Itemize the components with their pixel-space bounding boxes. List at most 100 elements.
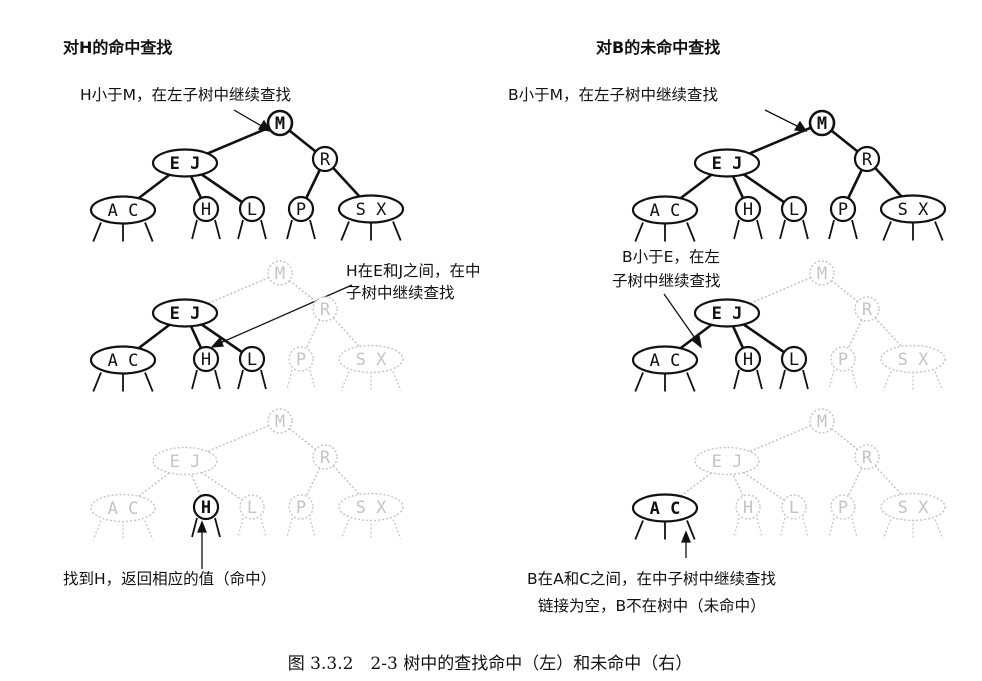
null-link-ac-0 [634,222,644,242]
right-step1-arrowhead [793,120,808,132]
tree-node-ej [694,446,760,476]
tree-node-label-h: H [201,350,211,370]
tree-node-label-ej: E J [170,304,201,324]
tree-node-label-m: M [817,264,827,284]
null-link-h-0 [733,219,740,240]
left-step2-note-line2: 子树中继续查找 [346,284,455,302]
null-link-sx-0 [882,221,892,241]
tree-node-r [853,145,881,173]
null-link-h-0 [191,369,198,390]
tree-node-ac [631,345,699,375]
null-link-l-0 [237,369,244,390]
tree-node-label-ac: A C [108,499,139,519]
tree-node-p [829,195,857,223]
null-link-h-1 [756,369,763,390]
null-link-h-0 [733,517,740,538]
tree-node-label-p: P [296,498,306,518]
tree-node-label-m: M [817,412,827,432]
tree-node-p [288,494,314,520]
tree-node-p [288,346,314,372]
tree-node-ac [631,493,699,523]
right-step1-arrow [764,109,802,129]
null-link-l-0 [779,369,786,390]
tree-node-label-ej: E J [170,154,201,174]
tree-node-label-ac: A C [650,201,681,221]
tree-node-label-sx: S X [898,498,929,518]
null-link-p-0 [828,517,835,538]
tree-node-r [312,296,338,322]
tree-node-label-p: P [296,350,306,370]
null-link-l-1 [260,219,267,240]
right-step3-arrowhead [681,530,691,543]
tree-node-ej [152,446,218,476]
tree-node-m [809,260,835,286]
null-link-h-1 [214,369,221,390]
null-link-ac-0 [92,372,102,392]
left-step3-note: 找到H，返回相应的值（命中） [63,569,276,588]
tree-node-label-l: L [247,200,257,220]
null-link-ac-2 [144,520,154,540]
null-link-h-0 [733,369,740,390]
tree-node-label-ej: E J [712,154,743,174]
tree-node-p [287,195,315,223]
tree-node-label-ac: A C [108,201,139,221]
null-link-p-0 [286,517,293,538]
null-link-l-1 [802,219,809,240]
tree-node-p [830,494,856,520]
tree-node-l [238,195,266,223]
right-panel-title: 对B的未命中查找 [596,38,720,57]
left-step2-arrowhead [210,336,224,348]
tree-node-label-ej: E J [170,452,201,472]
tree-node-label-p: P [838,200,848,220]
tree-node-label-m: M [817,114,827,134]
tree-node-r [312,444,338,470]
null-link-ac-0 [634,520,644,540]
tree-node-r [311,145,339,173]
tree-node-label-sx: S X [898,350,929,370]
null-link-l-1 [802,369,809,390]
tree-node-r [854,444,880,470]
tree-node-label-h: H [743,350,753,370]
tree-node-r [854,296,880,322]
null-link-ac-0 [92,520,102,540]
null-link-ac-2 [686,372,696,392]
tree-node-label-h: H [201,200,211,220]
left-step2-note-line1: H在E和J之间，在中 [346,262,481,280]
right-step2-note-line2: 子树中继续查找 [612,272,721,290]
null-link-l-1 [260,369,267,390]
tree-node-label-l: L [789,200,799,220]
left-step3-arrowhead [197,520,207,533]
tree-node-label-l: L [789,350,799,370]
tree-node-label-h: H [743,498,753,518]
right-step1-note: B小于M，在左子树中继续查找 [508,86,719,104]
tree-node-h [192,345,220,373]
tree-node-sx [880,344,946,374]
right-step3-note-line2: 链接为空，B不在树中（未命中） [538,597,766,615]
null-link-l-1 [260,517,267,538]
left-step1-arrow [233,109,266,129]
tree-node-h [192,195,220,223]
tree-node-label-l: L [247,498,257,518]
tree-node-label-l: L [247,350,257,370]
tree-node-l [239,494,265,520]
tree-node-label-ej: E J [712,452,743,472]
null-link-p-1 [851,219,858,240]
tree-node-label-sx: S X [356,200,387,220]
null-link-sx-0 [882,371,892,391]
tree-node-label-p: P [838,350,848,370]
tree-node-ej [151,298,219,328]
right-step2-note-line1: B小于E，在左 [622,248,720,266]
null-link-l-0 [237,517,244,538]
null-link-h-0 [191,219,198,240]
tree-node-m [808,109,836,137]
tree-node-sx [879,194,947,224]
tree-node-label-m: M [275,412,285,432]
tree-node-l [238,345,266,373]
tree-node-ac [631,195,699,225]
